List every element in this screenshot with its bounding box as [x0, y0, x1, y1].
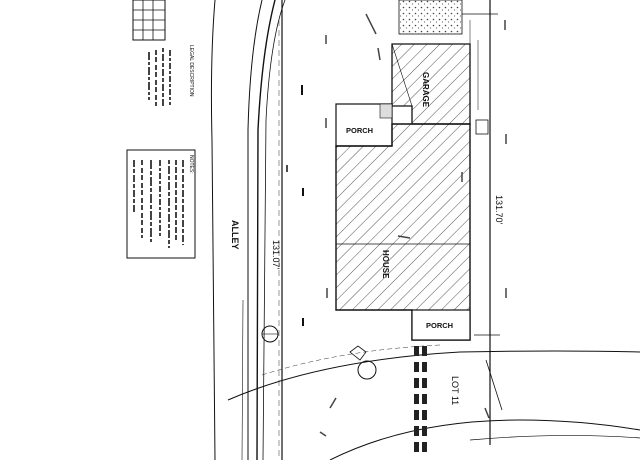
garage-footprint — [391, 43, 471, 125]
west-property-line — [278, 0, 283, 460]
survey-tick-marks — [286, 85, 304, 326]
garage-label: GARAGE — [421, 72, 430, 108]
notes-title: NOTES: — [188, 155, 194, 174]
dimension-east: 131.70' — [494, 195, 504, 225]
notes-box: NOTES: — [126, 149, 196, 259]
tree-icon — [349, 345, 377, 380]
legal-description-block: LEGAL DESCRIPTION — [148, 45, 194, 108]
house-label: HOUSE — [381, 250, 390, 279]
porch-north-footprint — [335, 103, 393, 147]
alley-label: ALLEY — [230, 220, 240, 250]
utility-pole-icon — [261, 325, 279, 343]
house-footprint — [335, 119, 489, 341]
porch-north-label: PORCH — [346, 126, 373, 135]
bearing-annotations — [319, 13, 507, 437]
south-curved-boundary — [227, 344, 640, 460]
alley-road-lines — [210, 0, 286, 460]
porch-south-footprint — [411, 309, 471, 341]
legal-description-title: LEGAL DESCRIPTION — [188, 45, 194, 97]
gravel-pad — [398, 0, 463, 35]
dimension-west: 131.07' — [271, 240, 281, 270]
lot-label: LOT 11 — [450, 376, 460, 405]
title-block-table — [132, 0, 166, 41]
porch-south-label: PORCH — [426, 321, 453, 330]
walkway-steps — [414, 346, 427, 452]
legal-description-text-lines — [148, 48, 171, 108]
